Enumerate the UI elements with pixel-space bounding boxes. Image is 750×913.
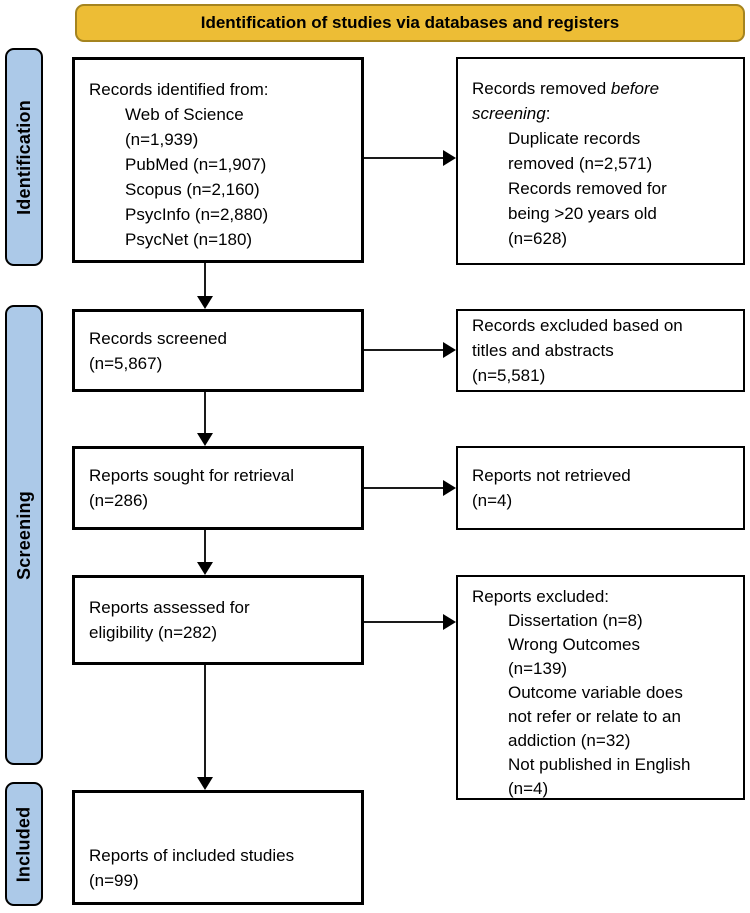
box-reports-excluded: Reports excluded: Dissertation (n=8) Wro… [456, 575, 745, 800]
excluded-item-not-english: Not published in English (n=4) [508, 755, 691, 798]
arrow-shaft [364, 157, 445, 159]
box-records-identified: Records identified from: Web of Science … [72, 57, 364, 263]
database-item-web-of-science: Web of Science (n=1,939) [125, 105, 244, 149]
arrow-shaft [204, 665, 206, 779]
box-reports-assessed: Reports assessed for eligibility (n=282) [72, 575, 364, 665]
arrow-shaft [204, 392, 206, 435]
database-item-scopus: Scopus (n=2,160) [125, 180, 260, 199]
records-excluded-titles-text: Records excluded based on titles and abs… [472, 316, 683, 385]
removed-item-duplicates: Duplicate records removed (n=2,571) [508, 129, 653, 173]
records-removed-heading-italic: before screening [472, 79, 660, 123]
database-item-psycinfo: PsycInfo (n=2,880) [125, 205, 269, 224]
records-removed-heading-colon: : [545, 104, 551, 123]
arrow-assessed-to-excluded [364, 614, 456, 630]
stage-identification-label: Identification [13, 99, 34, 215]
arrow-head-right-icon [443, 342, 456, 358]
reports-not-retrieved-text: Reports not retrieved (n=4) [472, 466, 631, 510]
arrow-identified-to-screened [197, 263, 213, 309]
database-item-psycnet: PsycNet (n=180) [125, 230, 253, 249]
excluded-item-dissertation: Dissertation (n=8) [508, 611, 643, 630]
arrow-screened-to-excluded-titles [364, 342, 456, 358]
arrow-head-down-icon [197, 433, 213, 446]
arrow-shaft [204, 263, 206, 298]
arrow-shaft [364, 487, 445, 489]
arrow-sought-to-assessed [197, 530, 213, 575]
arrow-assessed-to-included [197, 665, 213, 790]
records-identified-heading: Records identified from: [89, 80, 269, 99]
box-records-screened: Records screened (n=5,867) [72, 309, 364, 392]
arrow-identified-to-removed [364, 150, 456, 166]
records-screened-text: Records screened (n=5,867) [89, 328, 227, 373]
arrow-shaft [364, 349, 445, 351]
box-reports-sought: Reports sought for retrieval (n=286) [72, 446, 364, 530]
box-records-excluded-titles: Records excluded based on titles and abs… [456, 309, 745, 392]
reports-assessed-text: Reports assessed for eligibility (n=282) [89, 598, 250, 642]
stage-screening-label: Screening [13, 490, 34, 580]
arrow-head-down-icon [197, 562, 213, 575]
banner-title: Identification of studies via databases … [200, 13, 620, 32]
arrow-sought-to-not-retrieved [364, 480, 456, 496]
arrow-head-down-icon [197, 296, 213, 309]
banner-databases-registers: Identification of studies via databases … [75, 4, 745, 42]
excluded-item-outcome-variable: Outcome variable does not refer or relat… [508, 683, 683, 750]
stage-included-label: Included [13, 806, 34, 882]
arrow-screened-to-sought [197, 392, 213, 446]
box-reports-included: Reports of included studies (n=99) [72, 790, 364, 905]
records-removed-heading: Records removed before screening: [472, 76, 735, 126]
arrow-shaft [364, 621, 445, 623]
reports-included-text: Reports of included studies (n=99) [89, 845, 295, 890]
excluded-item-wrong-outcomes: Wrong Outcomes (n=139) [508, 635, 640, 678]
reports-sought-text: Reports sought for retrieval (n=286) [89, 466, 295, 510]
removed-item-old-records: Records removed for being >20 years old … [508, 179, 667, 248]
arrow-head-right-icon [443, 614, 456, 630]
box-records-removed: Records removed before screening: Duplic… [456, 57, 745, 265]
reports-excluded-heading: Reports excluded: [472, 587, 610, 606]
records-removed-heading-prefix: Records removed [472, 79, 611, 98]
arrow-head-right-icon [443, 150, 456, 166]
arrow-head-down-icon [197, 777, 213, 790]
arrow-shaft [204, 530, 206, 564]
database-item-pubmed: PubMed (n=1,907) [125, 155, 267, 174]
arrow-head-right-icon [443, 480, 456, 496]
box-reports-not-retrieved: Reports not retrieved (n=4) [456, 446, 745, 530]
stage-identification: Identification [5, 48, 43, 266]
stage-included: Included [5, 782, 43, 906]
stage-screening: Screening [5, 305, 43, 765]
